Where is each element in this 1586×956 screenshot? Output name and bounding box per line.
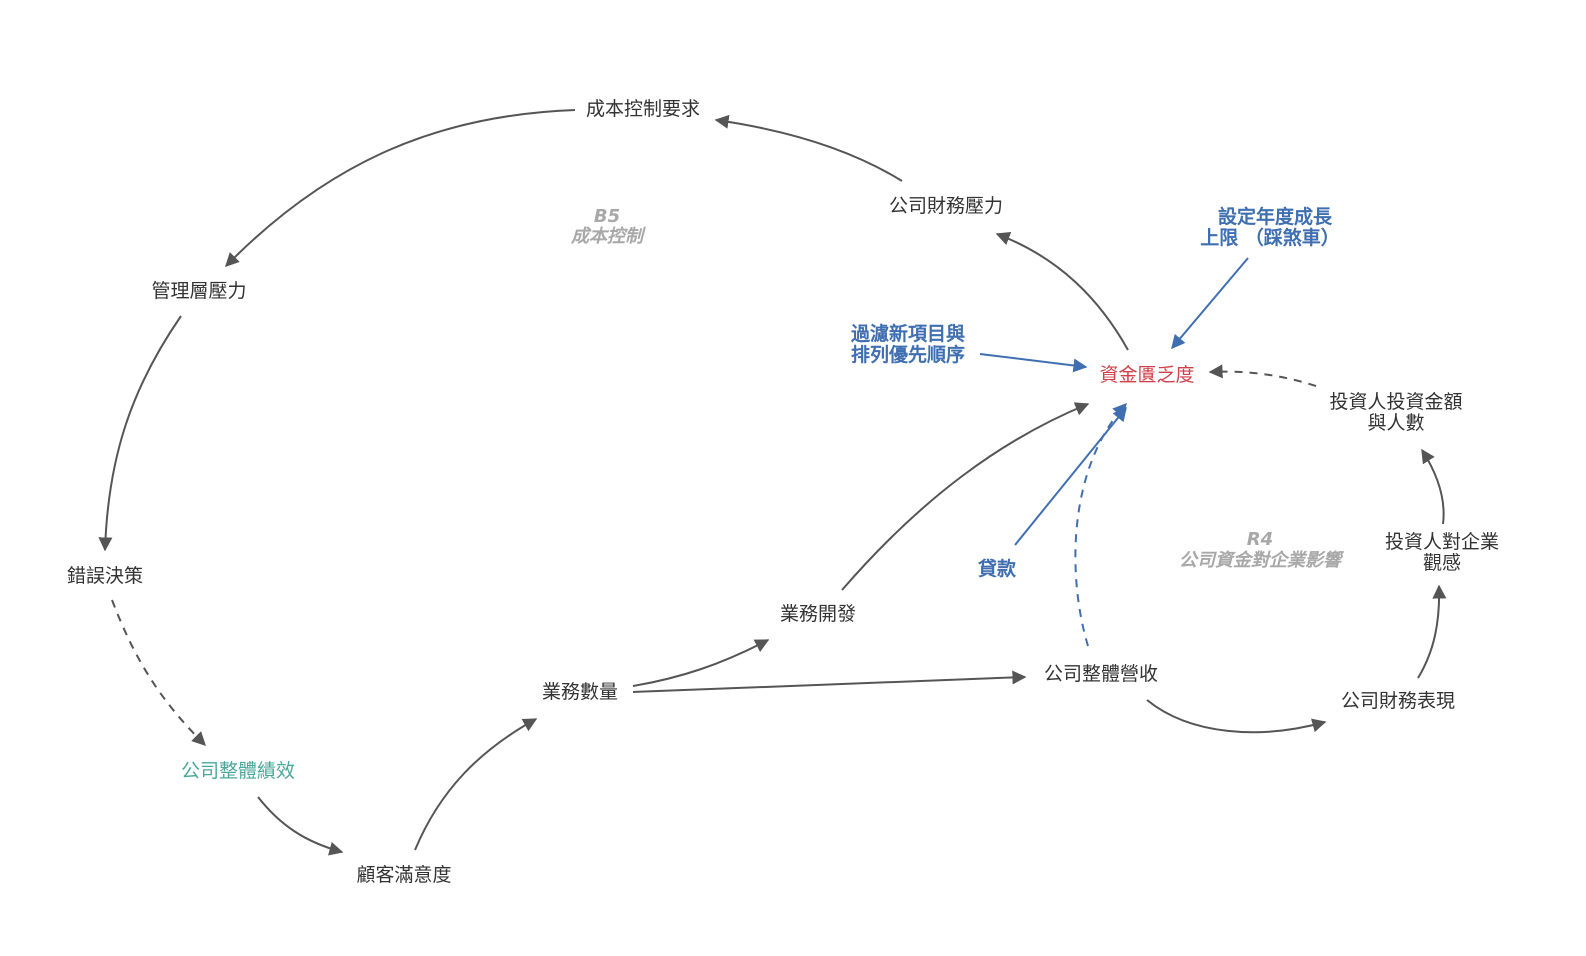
node-cost-control-req: 成本控制要求 bbox=[586, 98, 700, 120]
node-company-fin-pressure: 公司財務壓力 bbox=[889, 195, 1003, 217]
node-customer-satisfaction: 顧客滿意度 bbox=[356, 864, 451, 886]
node-filter-projects-line1: 過濾新項目與 bbox=[851, 322, 965, 345]
edge-volume-to-revenue bbox=[632, 670, 1027, 693]
nodes: 成本控制要求 公司財務壓力 管理層壓力 錯誤決策 公司整體績效 顧客滿意度 業務… bbox=[67, 98, 1499, 886]
node-growth-cap-line1: 設定年度成長 bbox=[1218, 205, 1333, 228]
edge-filter-to-fund-shortage bbox=[979, 353, 1088, 373]
edge-dev-to-fund-shortage bbox=[841, 402, 1090, 591]
node-fin-performance: 公司財務表現 bbox=[1341, 690, 1455, 712]
node-wrong-decision: 錯誤決策 bbox=[67, 565, 143, 587]
loop-b5-id: B5 bbox=[594, 206, 620, 227]
loop-r4-name: 公司資金對企業影響 bbox=[1179, 550, 1345, 571]
node-investor-view-line2: 觀感 bbox=[1423, 552, 1461, 574]
node-filter-projects-line2: 排列優先順序 bbox=[851, 343, 965, 366]
node-investor-amount-line2: 與人數 bbox=[1367, 412, 1424, 434]
edge-wrong-decision-to-performance bbox=[111, 599, 206, 746]
edge-satisfaction-to-volume bbox=[414, 718, 538, 851]
edge-fin-pressure-to-cost-control bbox=[714, 114, 903, 182]
node-company-revenue: 公司整體營收 bbox=[1044, 663, 1158, 685]
node-growth-cap-line2: 上限 （踩煞車） bbox=[1200, 226, 1340, 249]
edge-investor-amount-to-fund-shortage bbox=[1208, 364, 1317, 387]
edge-volume-to-dev bbox=[632, 639, 770, 687]
edge-loan-to-fund-shortage bbox=[1014, 406, 1127, 546]
node-investor-view-line1: 投資人對企業 bbox=[1385, 531, 1499, 553]
edge-mgmt-pressure-to-wrong-decision bbox=[98, 315, 182, 552]
node-fund-shortage: 資金匱乏度 bbox=[1099, 364, 1194, 386]
loop-b5-name: 成本控制 bbox=[570, 226, 646, 247]
edges bbox=[98, 109, 1447, 856]
node-company-performance: 公司整體績效 bbox=[181, 760, 295, 782]
node-loan: 貸款 bbox=[977, 557, 1017, 580]
edge-performance-to-satisfaction bbox=[257, 796, 344, 856]
loop-labels: B5 成本控制 R4 公司資金對企業影響 bbox=[570, 206, 1345, 571]
node-business-volume: 業務數量 bbox=[542, 681, 618, 703]
node-business-dev: 業務開發 bbox=[780, 603, 856, 625]
edge-growth-cap-to-fund-shortage bbox=[1171, 257, 1249, 350]
edge-fund-shortage-to-fin-pressure bbox=[995, 231, 1129, 351]
edge-investor-view-to-investor-amount bbox=[1421, 448, 1445, 525]
loop-r4-id: R4 bbox=[1247, 529, 1273, 550]
edge-cost-control-to-mgmt-pressure bbox=[225, 109, 576, 267]
edge-revenue-to-fin-performance bbox=[1146, 699, 1327, 734]
node-mgmt-pressure: 管理層壓力 bbox=[151, 280, 246, 302]
edge-revenue-to-fund-shortage bbox=[1074, 402, 1127, 647]
node-investor-amount-line1: 投資人投資金額 bbox=[1329, 391, 1462, 413]
edge-fin-performance-to-investor-view bbox=[1417, 584, 1447, 679]
